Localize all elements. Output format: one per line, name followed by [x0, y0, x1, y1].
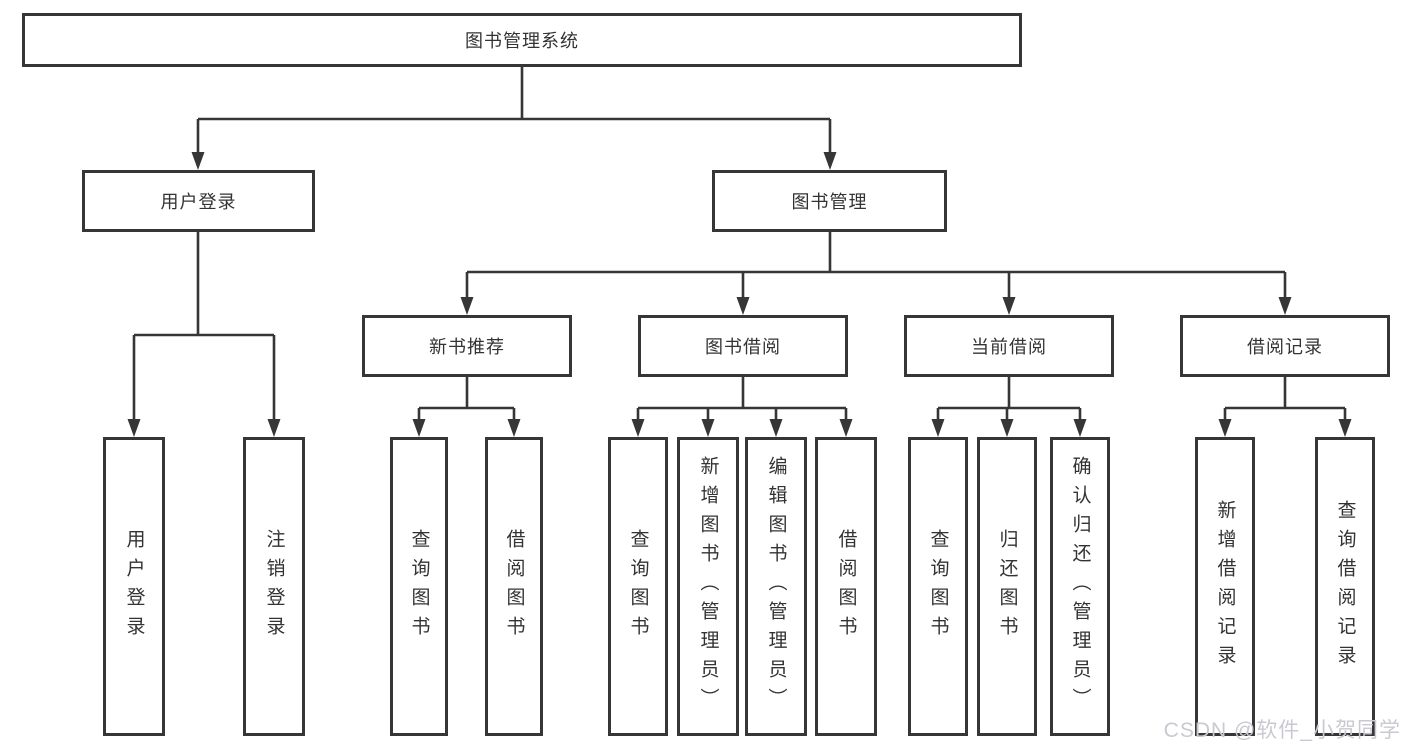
node-book-borrow: 图书借阅 — [638, 315, 848, 377]
leaf-confirm-return-admin: 确认归还（管理员） — [1050, 437, 1110, 736]
connector-borrow-records — [1218, 377, 1352, 437]
arrow-down-icon — [769, 419, 783, 437]
leaf-borrow-books-recommend: 借阅图书 — [485, 437, 543, 736]
node-current-borrow: 当前借阅 — [904, 315, 1114, 377]
arrow-down-icon — [412, 419, 426, 437]
connector-book-management — [460, 232, 1292, 315]
arrow-down-icon — [127, 419, 141, 437]
node-book-management: 图书管理 — [712, 170, 947, 232]
leaf-query-books-recommend: 查询图书 — [390, 437, 448, 736]
leaf-query-books-borrow: 查询图书 — [608, 437, 668, 736]
leaf-logout: 注销登录 — [243, 437, 305, 736]
node-label: 借阅图书 — [503, 528, 525, 645]
node-label: 查询图书 — [627, 528, 649, 645]
node-label: 用户登录 — [123, 528, 145, 645]
arrow-down-icon — [1073, 419, 1087, 437]
node-label: 借阅图书 — [835, 528, 857, 645]
node-user-login: 用户登录 — [82, 170, 315, 232]
arrow-down-icon — [736, 297, 750, 315]
node-label: 查询借阅记录 — [1334, 499, 1356, 674]
leaf-return-books: 归还图书 — [977, 437, 1037, 736]
arrow-down-icon — [631, 419, 645, 437]
connector-root-to-level2 — [191, 67, 837, 170]
leaf-query-books-current: 查询图书 — [908, 437, 968, 736]
node-label: 查询图书 — [927, 528, 949, 645]
node-label: 当前借阅 — [971, 337, 1047, 357]
node-label: 注销登录 — [263, 528, 285, 645]
leaf-user-login: 用户登录 — [103, 437, 165, 736]
arrow-down-icon — [931, 419, 945, 437]
arrow-down-icon — [1278, 297, 1292, 315]
node-borrow-records: 借阅记录 — [1180, 315, 1390, 377]
arrow-down-icon — [1218, 419, 1232, 437]
node-label: 图书借阅 — [705, 337, 781, 357]
leaf-borrow-books: 借阅图书 — [815, 437, 877, 736]
leaf-edit-book-admin: 编辑图书（管理员） — [745, 437, 807, 736]
arrow-down-icon — [701, 419, 715, 437]
node-label: 确认归还（管理员） — [1069, 456, 1091, 717]
arrow-down-icon — [1338, 419, 1352, 437]
node-library-system: 图书管理系统 — [22, 13, 1022, 67]
watermark: CSDN @软件_小贺同学 — [1163, 719, 1401, 742]
node-new-book-recommend: 新书推荐 — [362, 315, 572, 377]
node-label: 借阅记录 — [1247, 337, 1323, 357]
node-label: 编辑图书（管理员） — [765, 456, 787, 717]
arrow-down-icon — [839, 419, 853, 437]
node-label: 图书管理系统 — [465, 31, 579, 51]
arrow-down-icon — [191, 152, 205, 170]
node-label: 用户登录 — [160, 192, 237, 212]
connector-book-borrow — [631, 377, 853, 437]
arrow-down-icon — [1002, 297, 1016, 315]
leaf-query-borrow-record: 查询借阅记录 — [1315, 437, 1375, 736]
arrow-down-icon — [823, 152, 837, 170]
arrow-down-icon — [1000, 419, 1014, 437]
connector-new-book-recommend — [412, 377, 521, 437]
node-label: 查询图书 — [408, 528, 430, 645]
leaf-add-book-admin: 新增图书（管理员） — [677, 437, 739, 736]
arrow-down-icon — [460, 297, 474, 315]
connector-user-login — [127, 232, 281, 437]
leaf-add-borrow-record: 新增借阅记录 — [1195, 437, 1255, 736]
node-label: 图书管理 — [791, 192, 868, 212]
node-label: 新书推荐 — [429, 337, 505, 357]
node-label: 新增图书（管理员） — [697, 456, 719, 717]
connector-current-borrow — [931, 377, 1087, 437]
node-label: 新增借阅记录 — [1214, 499, 1236, 674]
node-label: 归还图书 — [996, 528, 1018, 645]
arrow-down-icon — [507, 419, 521, 437]
arrow-down-icon — [267, 419, 281, 437]
